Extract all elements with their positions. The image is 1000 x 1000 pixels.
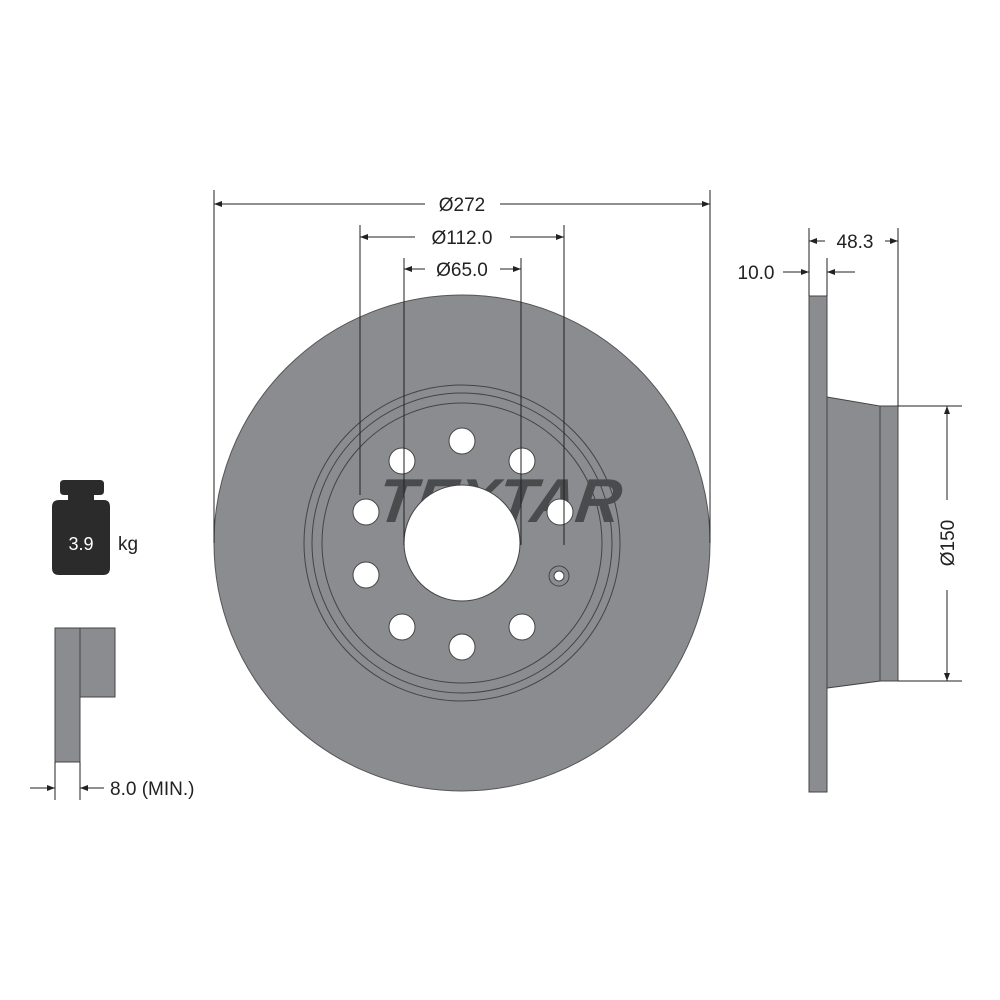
bolt-circle-label: Ø112.0 xyxy=(432,228,493,249)
min-thickness-icon xyxy=(54,627,116,763)
weight-icon xyxy=(52,480,110,575)
center-bore-label: Ø65.0 xyxy=(436,260,488,281)
height-label: 48.3 xyxy=(837,232,874,253)
hat-diameter-label: Ø150 xyxy=(938,520,959,566)
disc-side-view xyxy=(808,295,899,793)
center-bore xyxy=(403,484,521,602)
weight-unit: kg xyxy=(118,534,138,555)
bolt-holes xyxy=(352,427,574,661)
min-thickness-label: 8.0 (MIN.) xyxy=(110,779,194,800)
locator-hole xyxy=(548,565,570,587)
disc-front-view: TEXTAR xyxy=(213,294,711,792)
weight-value: 3.9 xyxy=(68,534,93,554)
thickness-label: 10.0 xyxy=(738,263,775,284)
outer-diameter-label: Ø272 xyxy=(439,195,485,216)
